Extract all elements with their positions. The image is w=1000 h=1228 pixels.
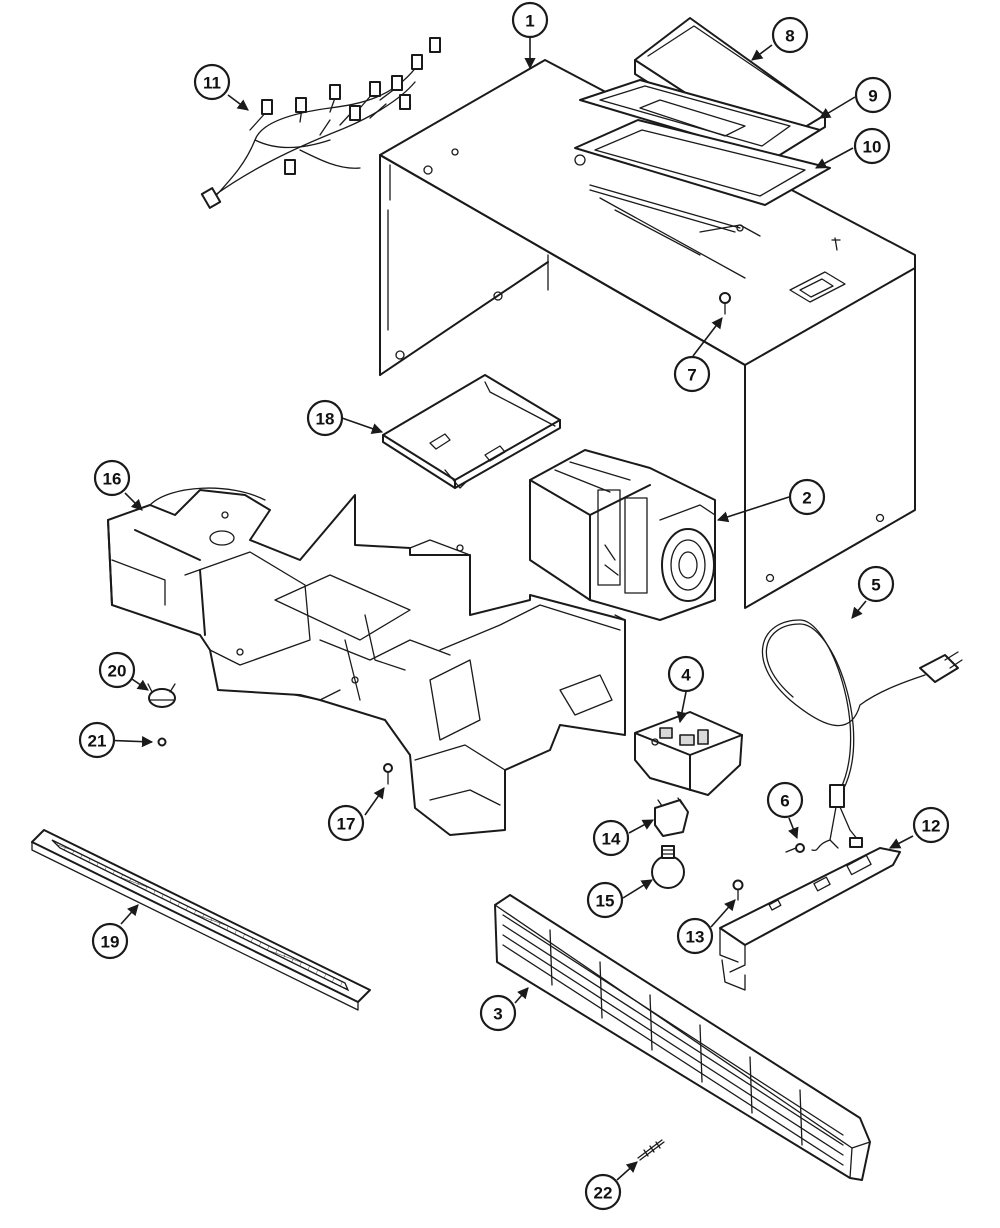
leader-lines [98, 38, 914, 1181]
callout-9: 9 [854, 76, 892, 114]
callout-8: 8 [771, 16, 809, 54]
blower-motor [529, 449, 716, 621]
callout-7: 7 [673, 355, 711, 393]
callout-2: 2 [788, 478, 826, 516]
cover-plate [382, 374, 561, 489]
callout-label: 21 [88, 732, 107, 751]
callout-22: 22 [584, 1173, 622, 1211]
callout-18: 18 [306, 399, 344, 437]
callout-19: 19 [91, 922, 129, 960]
screw-7 [719, 292, 731, 315]
lamp-bracket [719, 847, 901, 991]
mesh-filter [31, 829, 371, 1011]
callout-1: 1 [511, 1, 549, 39]
callout-16: 16 [93, 459, 131, 497]
screw-6 [785, 843, 805, 853]
lamp-socket [654, 797, 689, 837]
callout-15: 15 [586, 881, 624, 919]
callout-13: 13 [676, 917, 714, 955]
thermostat [147, 683, 176, 708]
gasket-plate [574, 119, 831, 233]
screw-21 [157, 737, 167, 747]
callout-4: 4 [667, 655, 705, 693]
callout-label: 15 [596, 892, 615, 911]
callout-label: 7 [687, 366, 696, 385]
outer-cabinet [379, 59, 916, 609]
base-housing [107, 487, 626, 836]
callout-label: 13 [686, 928, 705, 947]
callout-5: 5 [857, 565, 895, 603]
control-board [634, 711, 743, 796]
callout-label: 9 [868, 87, 877, 106]
callout-label: 12 [922, 817, 941, 836]
callout-label: 20 [108, 662, 127, 681]
callout-label: 19 [101, 933, 120, 952]
callout-label: 16 [103, 470, 122, 489]
power-cord [761, 619, 963, 851]
callout-14: 14 [592, 819, 630, 857]
callout-6: 6 [766, 781, 804, 819]
callout-label: 22 [594, 1184, 613, 1203]
callout-label: 5 [871, 576, 880, 595]
screw-22 [637, 1139, 665, 1161]
callout-label: 11 [203, 74, 221, 93]
screw-13 [732, 879, 744, 901]
callout-11: 11 [193, 63, 231, 101]
callout-21: 21 [78, 721, 116, 759]
callout-12: 12 [912, 806, 950, 844]
callout-label: 6 [780, 792, 789, 811]
wire-harness [200, 37, 441, 209]
callout-label: 2 [802, 489, 811, 508]
callout-label: 8 [785, 27, 794, 46]
callout-label: 10 [863, 138, 882, 157]
callout-17: 17 [327, 804, 365, 842]
callout-label: 1 [525, 12, 534, 31]
front-grille [494, 894, 871, 1181]
light-bulb [651, 845, 685, 889]
callout-label: 18 [316, 410, 335, 429]
callout-label: 3 [493, 1005, 502, 1024]
screw-17 [383, 763, 393, 785]
callout-20: 20 [98, 651, 136, 689]
callout-10: 10 [853, 127, 891, 165]
callout-label: 17 [337, 815, 356, 834]
callout-3: 3 [479, 994, 517, 1032]
callout-label: 14 [602, 830, 621, 849]
callout-label: 4 [681, 666, 691, 685]
